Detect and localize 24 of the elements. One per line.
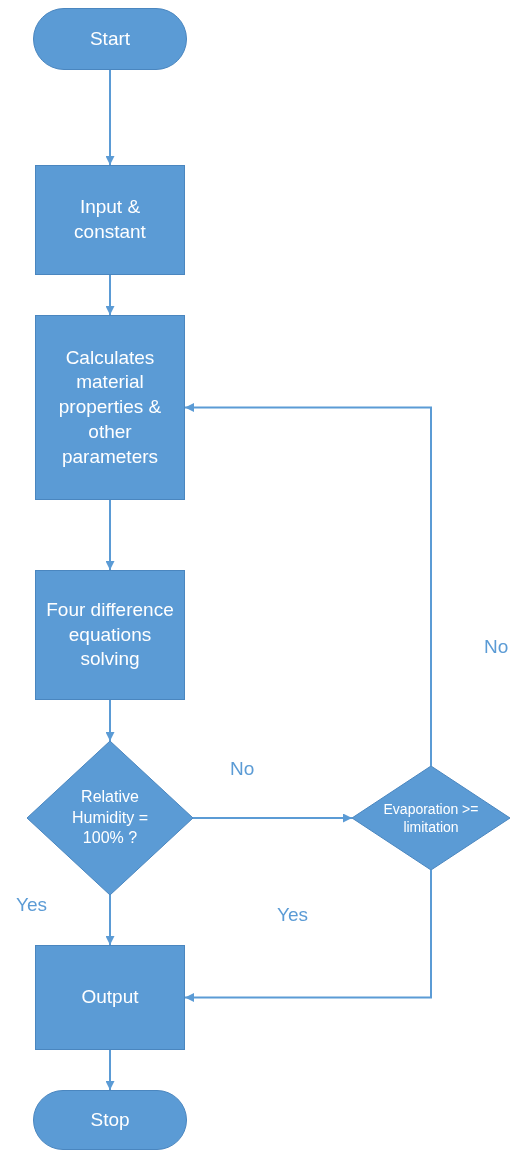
- arrow: [105, 699, 115, 742]
- arrow: [105, 499, 115, 571]
- decision-diamond: [352, 766, 510, 870]
- arrow: [184, 403, 432, 767]
- arrow: [184, 869, 432, 1002]
- arrow: [105, 894, 115, 946]
- process-box: [35, 315, 185, 500]
- process-box: [35, 165, 185, 275]
- process-box: [35, 945, 185, 1050]
- node-label: Evaporation >= limitation: [382, 799, 480, 837]
- node-label: Calculates material properties & other parameters: [57, 345, 163, 469]
- node-label: Output: [81, 985, 139, 1010]
- arrow: [192, 813, 353, 823]
- decision-diamond: [27, 741, 193, 895]
- terminal-pill: [33, 1090, 187, 1150]
- arrow: [105, 69, 115, 166]
- node-label: Start: [89, 26, 131, 51]
- node-label: Stop: [90, 1107, 130, 1132]
- arrow: [105, 274, 115, 316]
- node-label: Relative Humidity = 100% ?: [71, 786, 149, 849]
- process-box: [35, 570, 185, 700]
- arrow: [105, 1049, 115, 1091]
- node-label: Four difference equations solving: [45, 597, 175, 672]
- node-label: Input & constant: [73, 195, 147, 244]
